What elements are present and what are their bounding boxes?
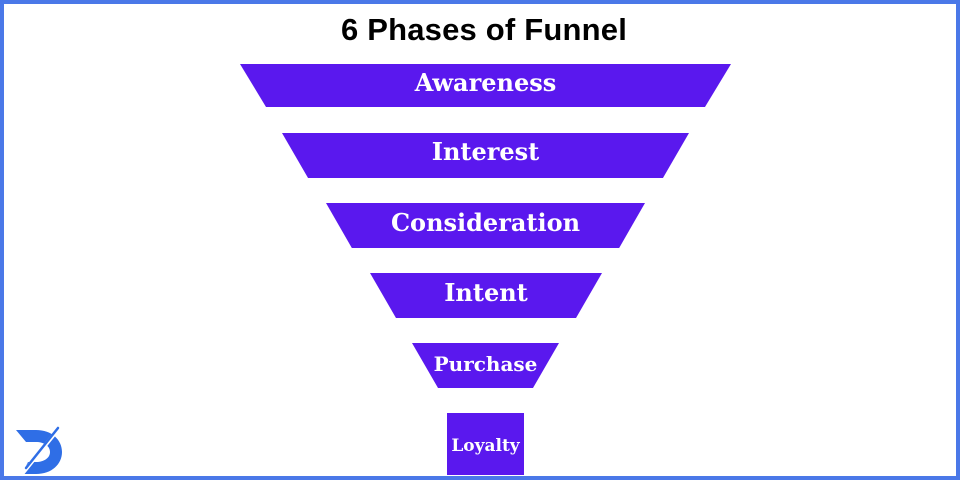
funnel-stage-awareness: Awareness: [240, 64, 731, 107]
funnel-stage-purchase: Purchase: [412, 343, 559, 388]
funnel-stage-intent: Intent: [370, 273, 602, 318]
funnel-stage-label: Purchase: [433, 351, 538, 376]
diagram-title: 6 Phases of Funnel: [340, 12, 628, 47]
funnel-stage-loyalty: Loyalty: [447, 413, 524, 475]
funnel-stage-interest: Interest: [282, 133, 689, 178]
funnel-stage-label: Awareness: [414, 68, 557, 97]
funnel-stage-label: Consideration: [390, 208, 581, 237]
brand-d-logo-icon: [16, 426, 62, 476]
funnel-stage-label: Loyalty: [451, 436, 520, 456]
funnel-stage-label: Intent: [444, 278, 528, 307]
funnel-stage-label: Interest: [431, 136, 540, 166]
funnel-stage-consideration: Consideration: [326, 203, 645, 248]
